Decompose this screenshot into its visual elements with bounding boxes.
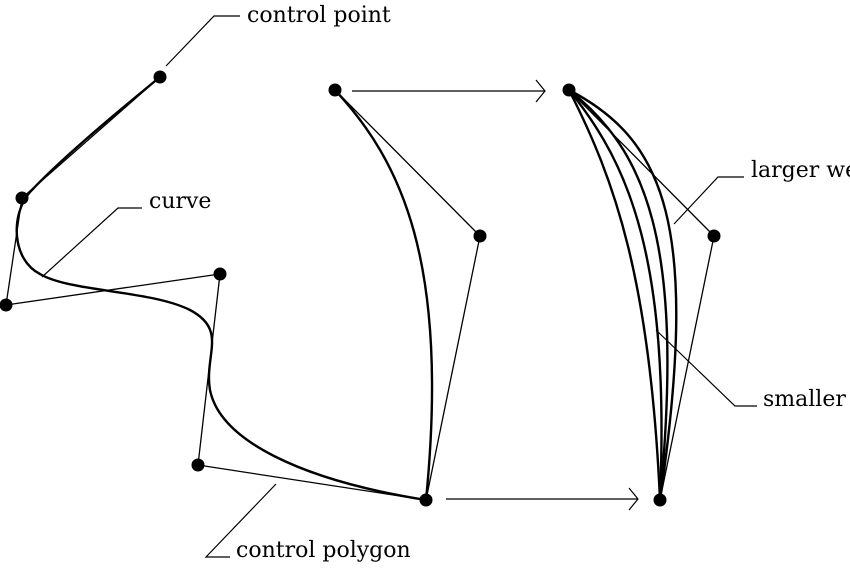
control-point	[653, 493, 667, 507]
left-curve	[15, 76, 427, 502]
larger-weight-label: larger we	[751, 158, 850, 183]
curve-leader	[41, 207, 142, 278]
control-point	[213, 267, 227, 281]
top-arrow	[352, 79, 546, 103]
right-curve-large-weight	[568, 89, 669, 501]
right-curve-small-weight	[568, 89, 663, 501]
bottom-arrow	[446, 487, 639, 511]
control-polygon-leader	[204, 483, 277, 558]
left-figure	[0, 70, 427, 502]
control-point	[0, 298, 13, 312]
middle-curve	[334, 89, 434, 501]
larger-weight-annotation: larger we	[673, 158, 850, 225]
smaller-weight-label: smaller	[763, 387, 846, 412]
right-curve-smallest-weight	[567, 89, 662, 501]
control-point	[328, 83, 342, 97]
middle-control-polygon	[334, 89, 481, 501]
curve-annotation: curve	[41, 189, 211, 278]
right-curve-largest-weight	[568, 88, 678, 501]
right-figure	[562, 83, 721, 507]
middle-figure	[328, 83, 487, 507]
control-point	[419, 493, 433, 507]
control-point	[562, 83, 576, 97]
control-point	[191, 458, 205, 472]
larger-weight-leader	[673, 176, 744, 225]
curve-label: curve	[149, 189, 211, 214]
control-point-annotation: control point	[165, 3, 391, 67]
control-point	[153, 70, 167, 84]
control-polygon-label: control polygon	[236, 538, 411, 563]
control-point	[473, 229, 487, 243]
smaller-weight-leader	[655, 329, 757, 407]
left-control-polygon	[5, 76, 427, 501]
control-point	[15, 191, 29, 205]
control-polygon-annotation: control polygon	[204, 483, 411, 563]
smaller-weight-annotation: smaller	[655, 329, 846, 412]
control-point-label: control point	[247, 3, 391, 28]
control-point-leader	[165, 15, 240, 67]
control-point	[707, 229, 721, 243]
